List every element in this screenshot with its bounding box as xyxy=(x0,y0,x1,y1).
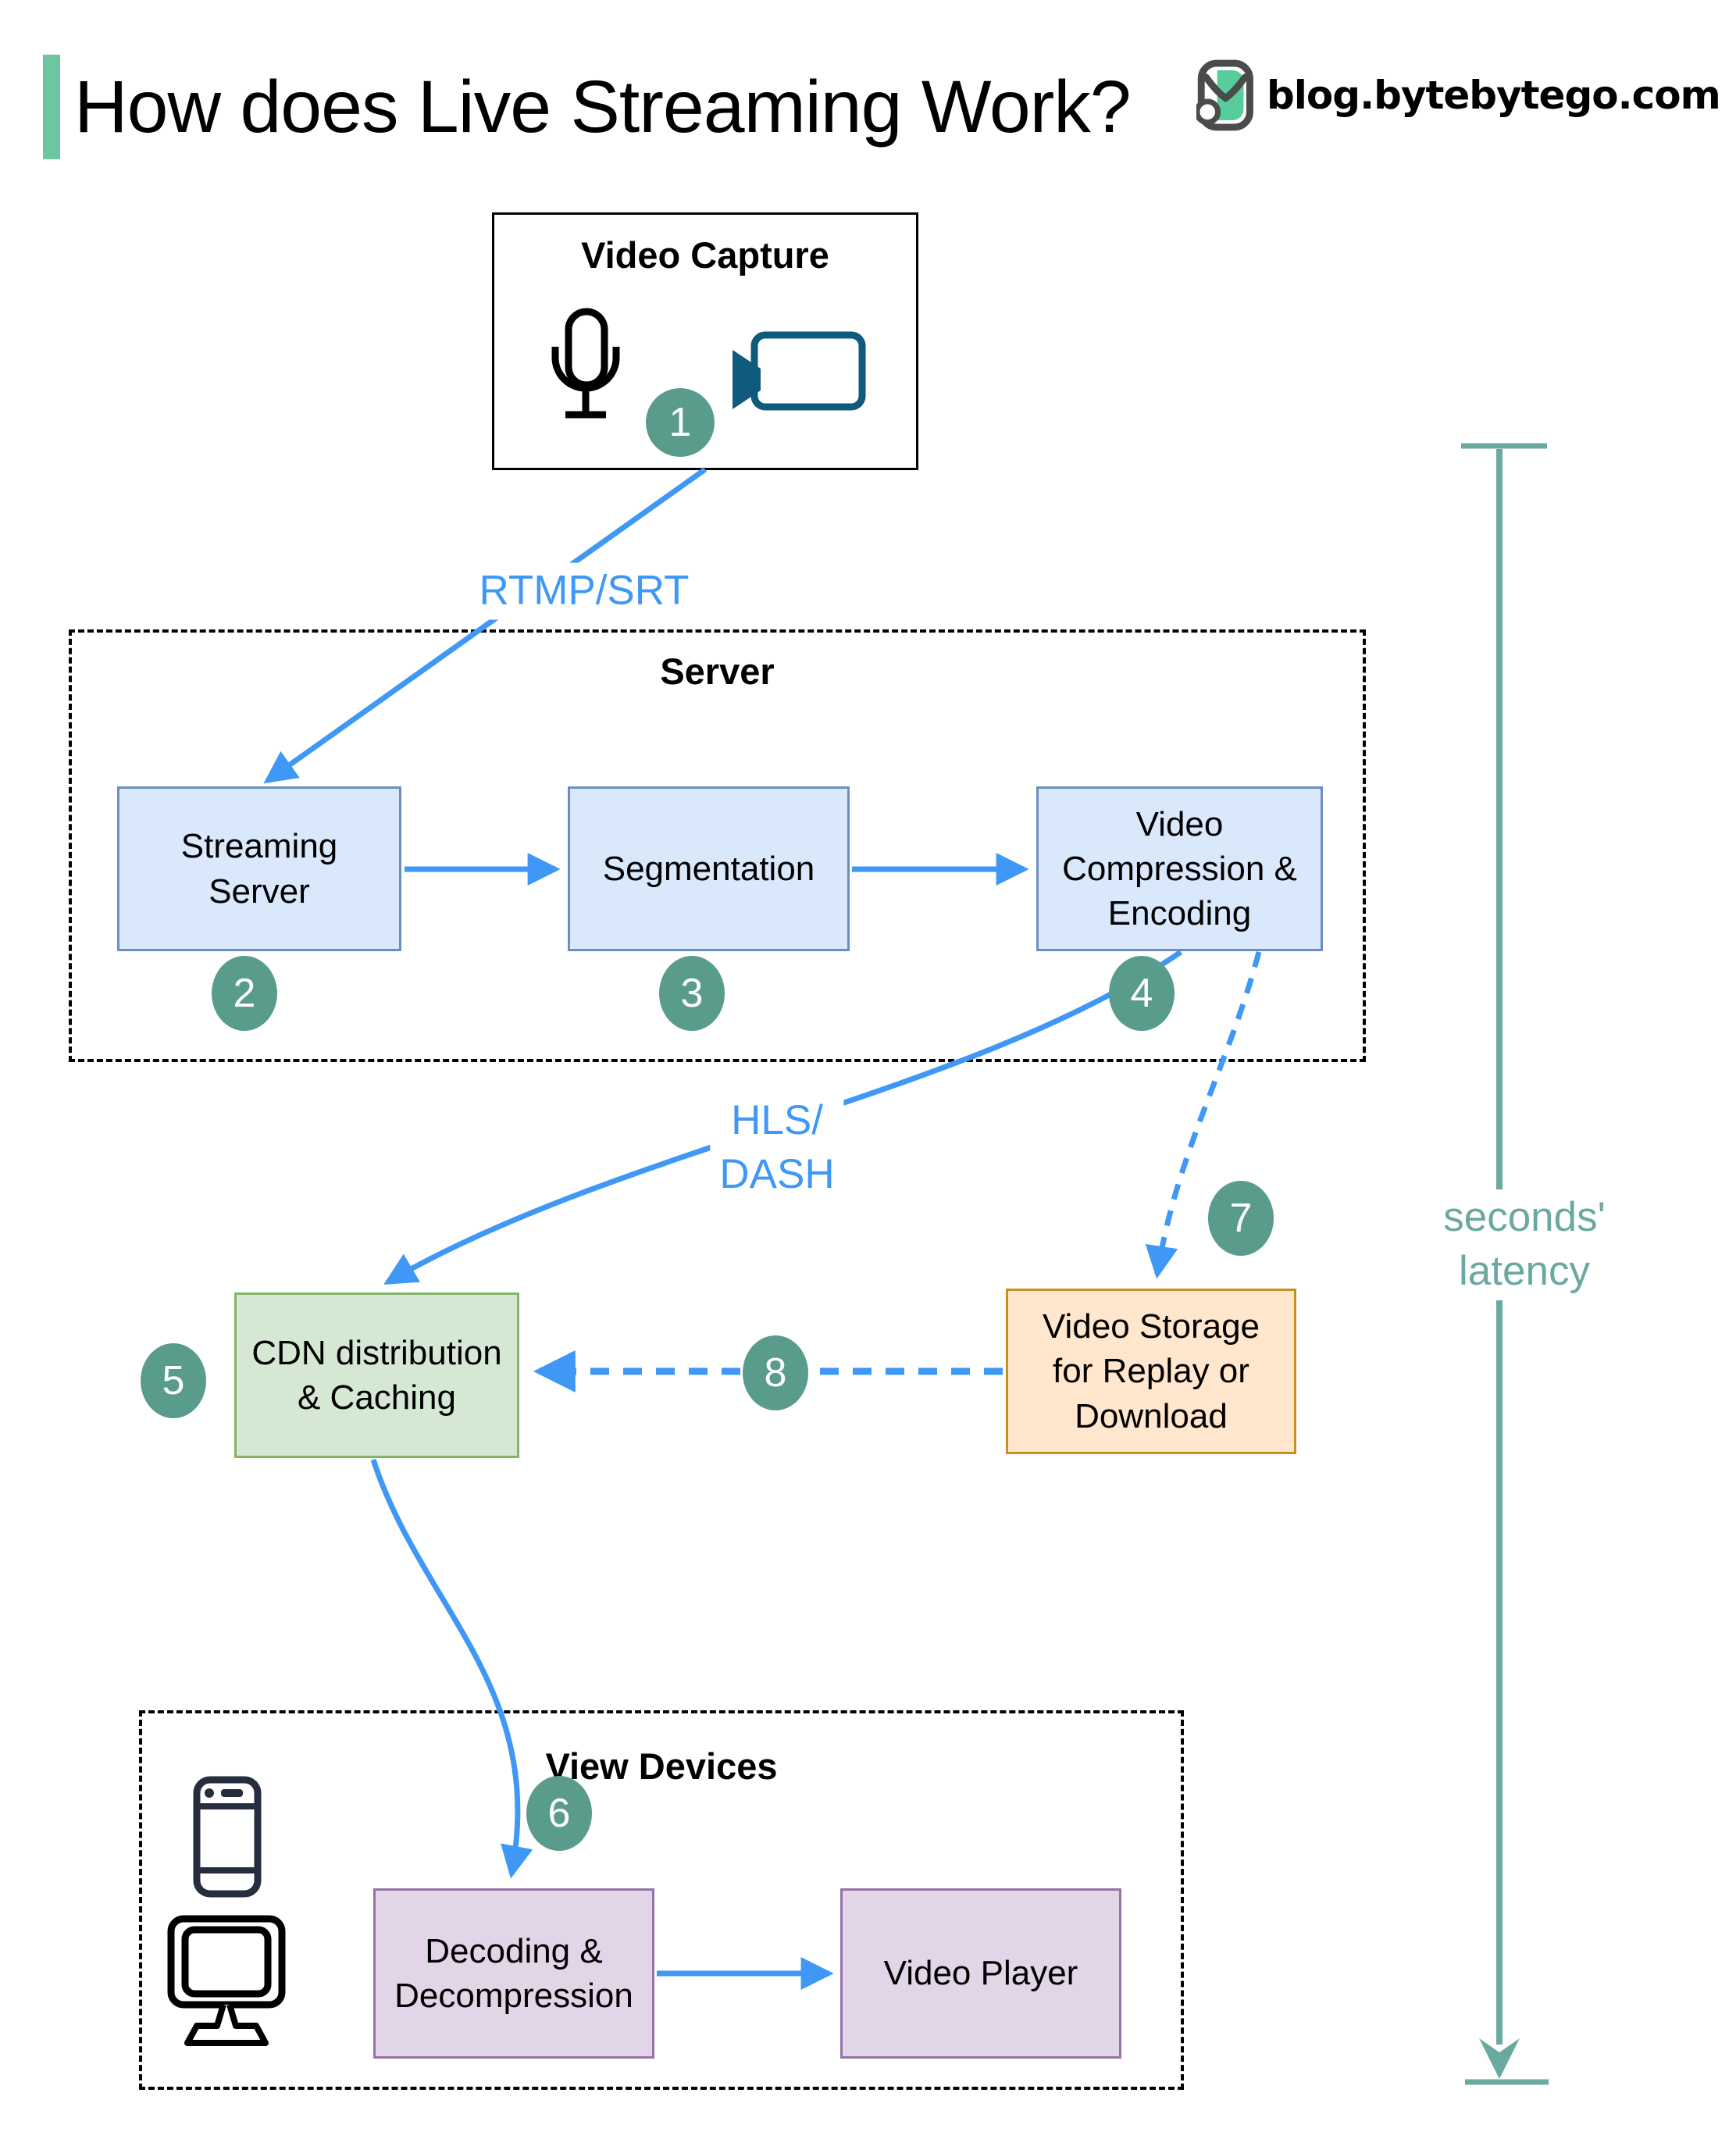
server-group-title: Server xyxy=(660,651,775,692)
step-badge-5: 5 xyxy=(141,1343,206,1418)
title-accent-bar xyxy=(43,55,60,159)
protocol-label-rtmp-srt: RTMP/SRT xyxy=(469,562,699,620)
view-devices-group: View Devices xyxy=(139,1710,1184,2090)
bytebytego-logo-icon xyxy=(1196,59,1253,131)
step-badge-8: 8 xyxy=(743,1335,808,1410)
node-streaming-server: Streaming Server xyxy=(117,786,401,951)
brand-url: blog.bytebytego.com xyxy=(1267,73,1721,118)
node-cdn-distribution: CDN distribution & Caching xyxy=(234,1292,519,1458)
protocol-label-hls-dash: HLS/ DASH xyxy=(710,1093,844,1203)
view-devices-group-title: View Devices xyxy=(545,1745,778,1787)
step-badge-7: 7 xyxy=(1208,1181,1274,1256)
step-badge-6: 6 xyxy=(526,1776,592,1851)
node-video-compression: Video Compression & Encoding xyxy=(1036,786,1323,951)
node-video-player: Video Player xyxy=(840,1888,1121,2059)
node-video-storage: Video Storage for Replay or Download xyxy=(1006,1289,1296,1454)
step-badge-1: 1 xyxy=(646,388,715,457)
latency-label: seconds' latency xyxy=(1418,1189,1631,1300)
step-badge-4: 4 xyxy=(1109,956,1175,1031)
node-segmentation: Segmentation xyxy=(568,786,850,951)
node-decoding: Decoding & Decompression xyxy=(373,1888,654,2059)
video-capture-title: Video Capture xyxy=(581,234,829,276)
brand: blog.bytebytego.com xyxy=(1196,58,1721,133)
page-title: How does Live Streaming Work? xyxy=(74,65,1132,148)
step-badge-2: 2 xyxy=(212,956,277,1031)
step-badge-3: 3 xyxy=(659,956,725,1031)
